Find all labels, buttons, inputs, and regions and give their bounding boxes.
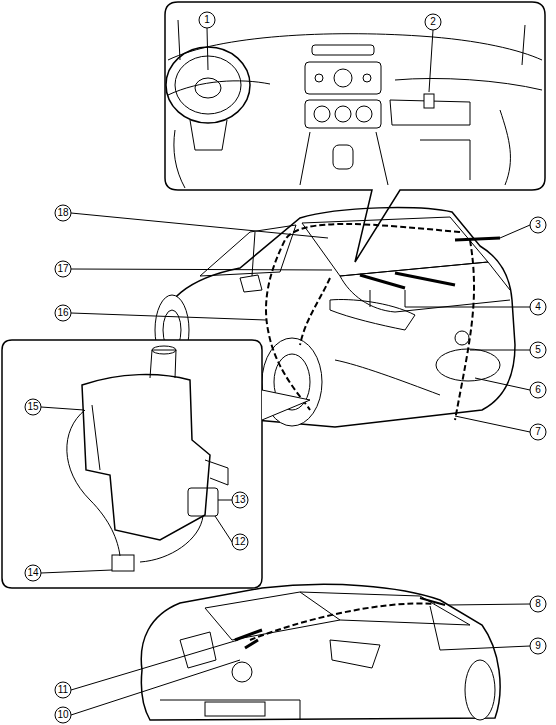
callout-number: 16	[54, 306, 72, 320]
callout-number: 10	[54, 708, 72, 722]
callout-circle	[232, 492, 248, 508]
callout-number: 5	[529, 343, 547, 357]
callout-number: 3	[529, 218, 547, 232]
callout-circle	[530, 342, 546, 358]
callout-number: 4	[529, 300, 547, 314]
callout-number: 6	[529, 383, 547, 397]
callout-circle	[55, 707, 71, 723]
callout-circle	[199, 12, 215, 28]
callout-circle	[530, 424, 546, 440]
callout-number: 13	[231, 493, 249, 507]
callout-number: 9	[529, 639, 547, 653]
callout-number: 8	[529, 597, 547, 611]
callout-number: 18	[54, 206, 72, 220]
callout-circle	[530, 596, 546, 612]
callout-circle	[25, 565, 41, 581]
callout-number: 14	[24, 566, 42, 580]
callout-circle	[55, 205, 71, 221]
callout-number: 15	[24, 400, 42, 414]
callout-circle	[530, 217, 546, 233]
callout-circle	[530, 299, 546, 315]
callout-number: 11	[54, 683, 72, 697]
callout-circle	[25, 399, 41, 415]
callout-circle	[530, 638, 546, 654]
callout-circle	[55, 305, 71, 321]
callout-circle	[55, 682, 71, 698]
callout-number: 7	[529, 425, 547, 439]
callout-circle	[530, 382, 546, 398]
callout-number: 17	[54, 262, 72, 276]
callout-number: 12	[231, 535, 249, 549]
callout-number: 1	[198, 13, 216, 27]
callout-number: 2	[424, 15, 442, 29]
callout-circle	[425, 14, 441, 30]
callout-circle	[232, 534, 248, 550]
callout-circle	[55, 261, 71, 277]
